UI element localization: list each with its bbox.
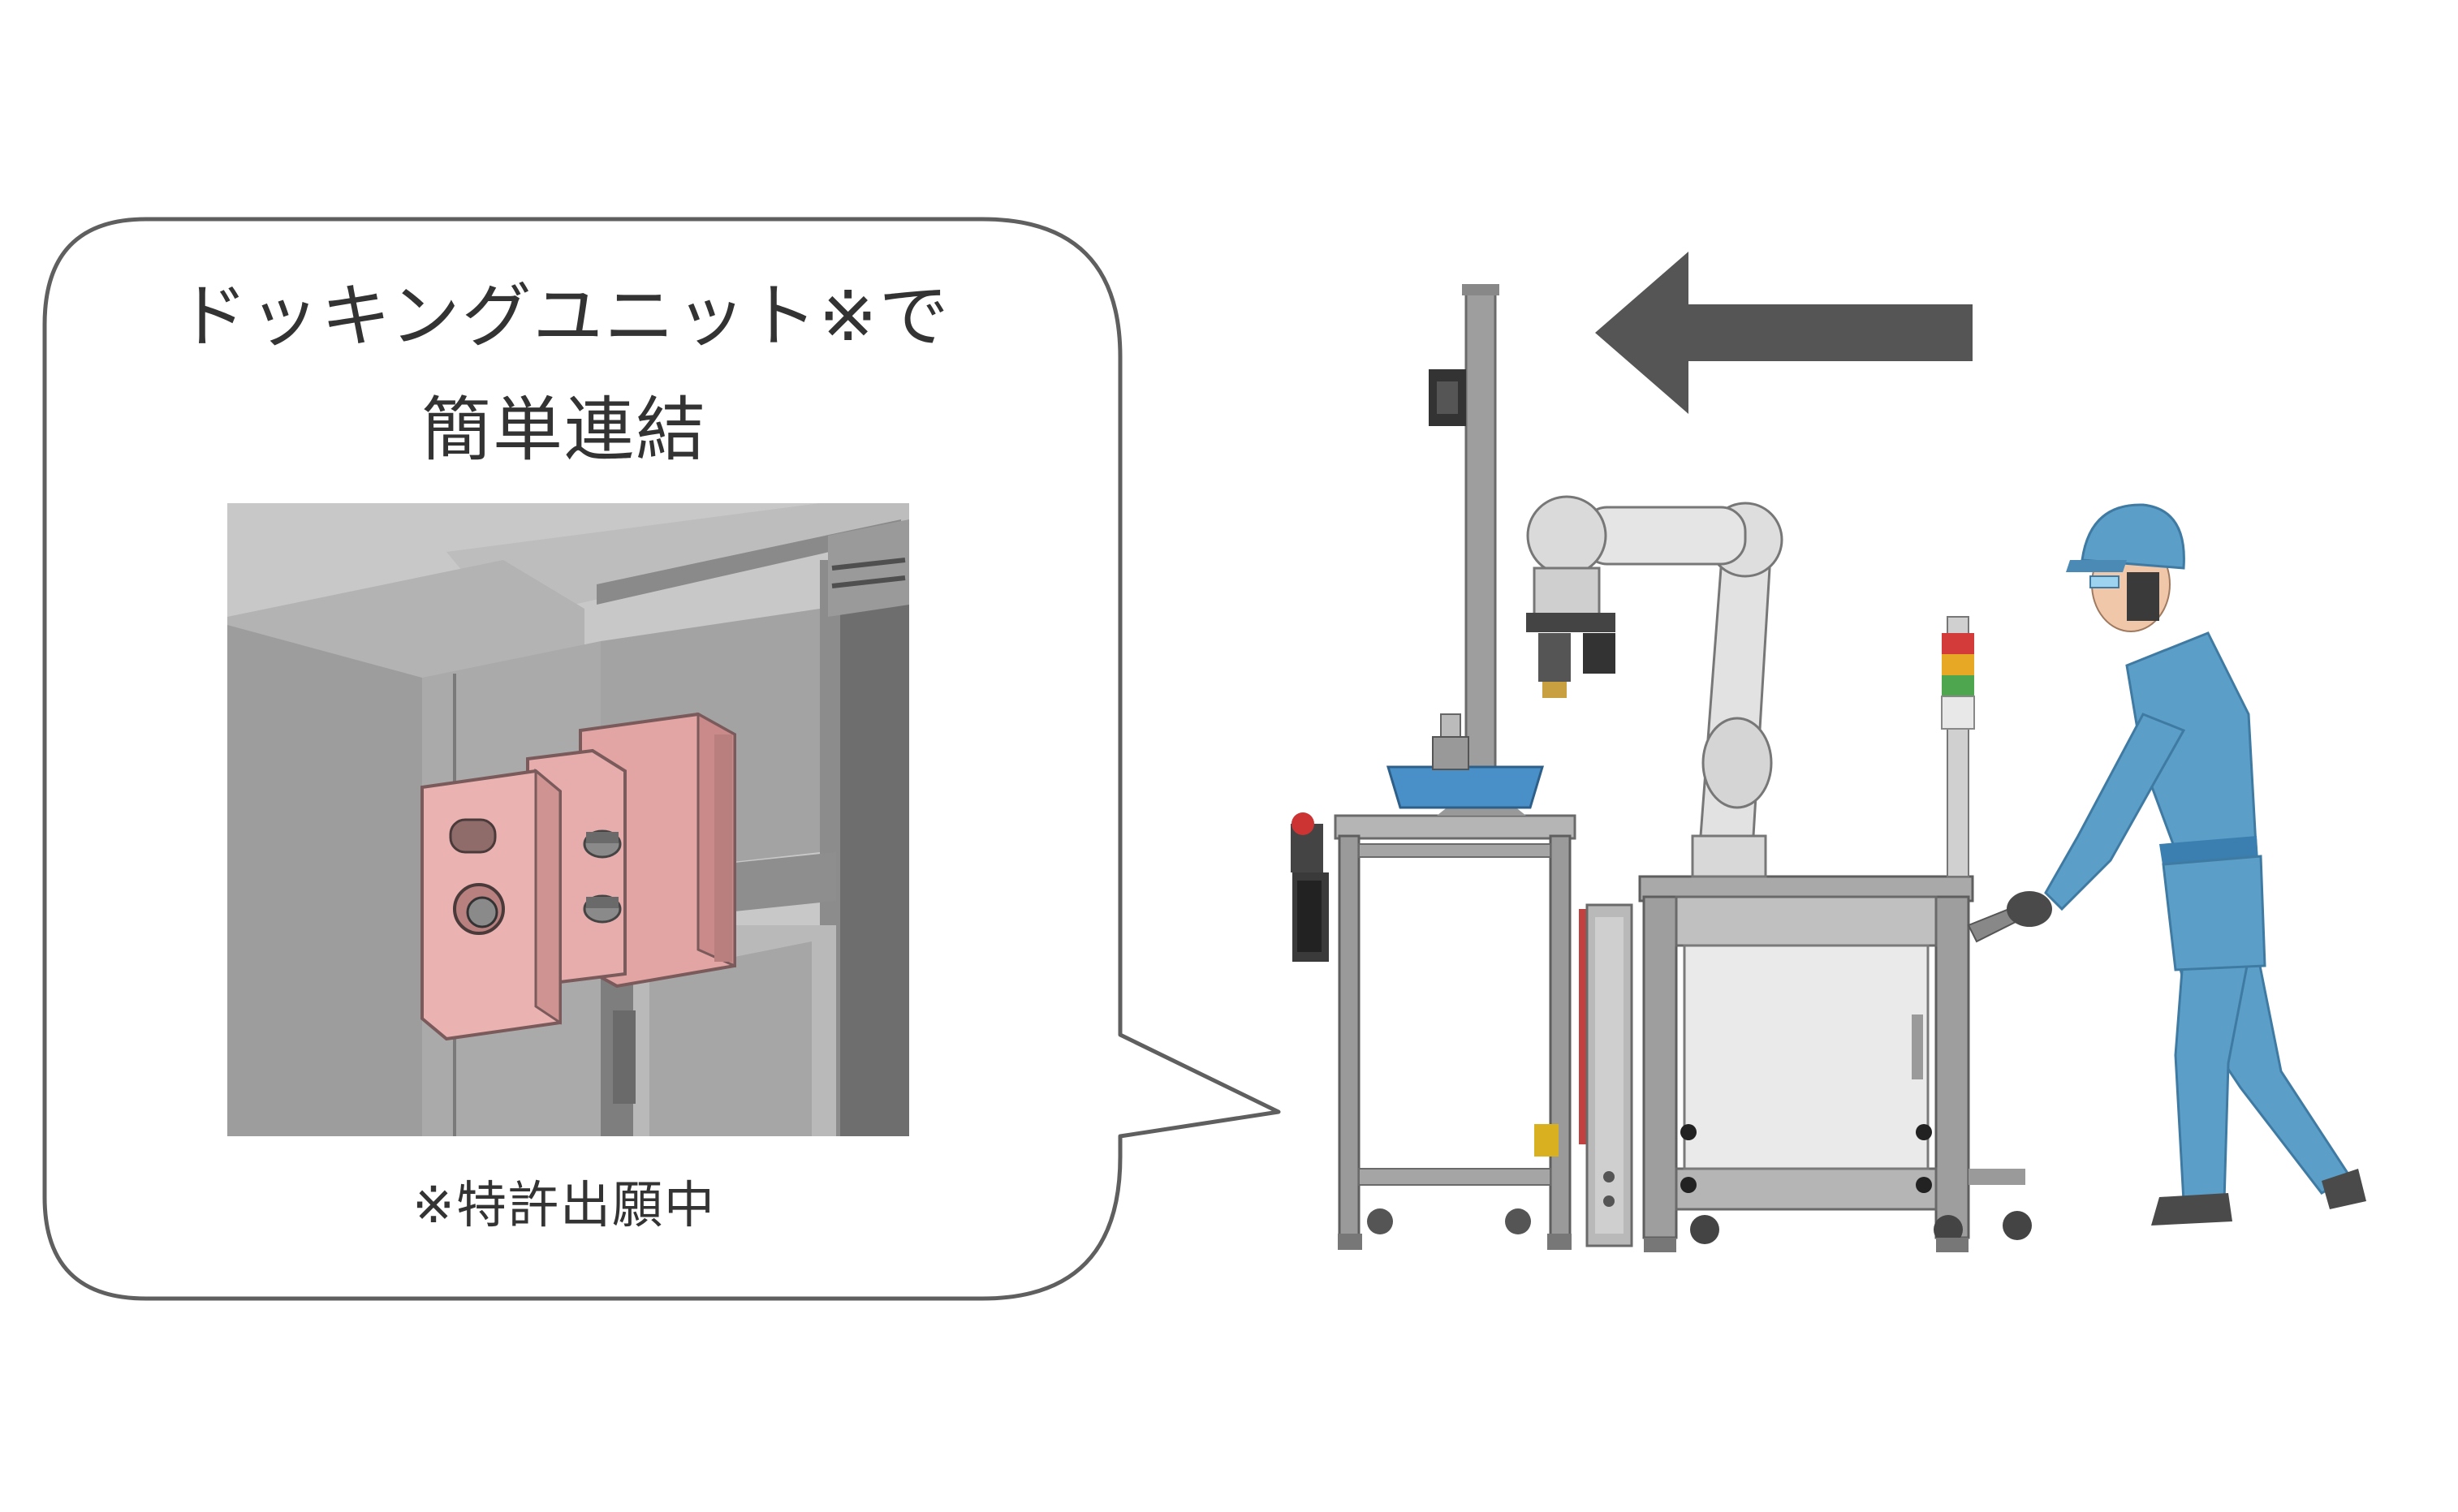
robot-arm [1526,495,1783,878]
patent-pending-note: ※特許出願中 [412,1175,716,1234]
machine-cart [1585,616,2032,1252]
callout-title-line1: ドッキングユニット※で [178,276,951,357]
arrow-left-icon [1595,252,1973,414]
work-table [1291,284,1589,1250]
callout-title-line2: 簡単連結 [421,390,707,471]
worker-figure [2007,503,2366,1226]
docking-unit-closeup [227,503,909,1136]
